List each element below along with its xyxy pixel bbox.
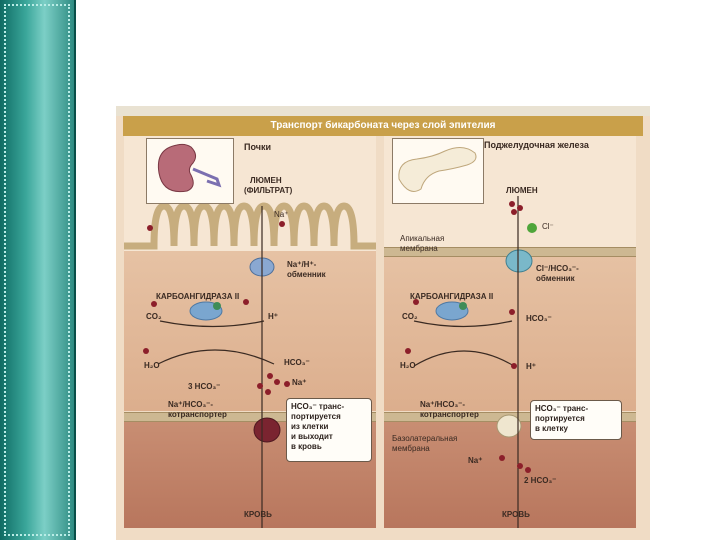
kidney-transport-note: HCO₃⁻ транс- портируется из клетки и вых… bbox=[286, 398, 372, 462]
cotransporter-label-sub: котранспортер bbox=[168, 410, 227, 419]
blood-label: КРОВЬ bbox=[244, 510, 272, 519]
na-ion-dot bbox=[499, 455, 505, 461]
co2-label: CO₂ bbox=[146, 312, 162, 321]
pancreas-heading: Поджелудочная железа bbox=[484, 140, 589, 150]
note-line: портируется bbox=[291, 412, 367, 422]
h-plus-label: H⁺ bbox=[526, 362, 536, 371]
bicarbonate-dot bbox=[274, 379, 280, 385]
exchanger-label-sub: обменник bbox=[536, 274, 575, 283]
kidney-icon bbox=[147, 139, 233, 203]
basolateral-membrane-label: Базолатеральная bbox=[392, 434, 457, 443]
reaction-arrow-top bbox=[414, 321, 512, 327]
lumen-label: ЛЮМЕН bbox=[250, 176, 282, 185]
lumen-label-sub: (ФИЛЬТРАТ) bbox=[244, 186, 292, 195]
reaction-arrow-bottom bbox=[414, 351, 514, 366]
basolateral-membrane-label-sub: мембрана bbox=[392, 444, 430, 453]
cl-ion-dot bbox=[527, 223, 537, 233]
bicarbonate-dot bbox=[509, 201, 515, 207]
bicarbonate-dot bbox=[265, 389, 271, 395]
cotransporter-label: Na⁺/HCO₃⁻- bbox=[168, 400, 213, 409]
enzyme-cofactor bbox=[459, 302, 467, 310]
co2-label: CO₂ bbox=[402, 312, 418, 321]
apical-membrane-label: Апикальная bbox=[400, 234, 444, 243]
h-ion-dot bbox=[511, 363, 517, 369]
bicarbonate-dot bbox=[257, 383, 263, 389]
note-line: и выходит bbox=[291, 432, 367, 442]
hco3-label: HCO₃⁻ bbox=[526, 314, 552, 323]
reaction-arrow-top bbox=[160, 321, 264, 327]
bicarbonate-dot bbox=[511, 209, 517, 215]
cl-label: Cl⁻ bbox=[542, 222, 554, 231]
brush-border-membrane bbox=[124, 206, 376, 246]
h2o-label: H₂O bbox=[144, 361, 160, 370]
cl-hco3-exchanger-protein bbox=[506, 250, 532, 272]
pancreas-panel: Поджелудочная железа ЛЮМЕН Cl⁻ Апикальна… bbox=[384, 136, 636, 528]
note-line: HCO₃⁻ транс- bbox=[291, 402, 367, 412]
bicarbonate-dot bbox=[509, 309, 515, 315]
kidney-heading: Почки bbox=[244, 142, 271, 152]
enzyme-cofactor bbox=[213, 302, 221, 310]
blood-label: КРОВЬ bbox=[502, 510, 530, 519]
apical-membrane-label-sub: мембрана bbox=[400, 244, 438, 253]
water-molecule bbox=[143, 348, 149, 354]
slide-decoration-bar bbox=[0, 0, 76, 540]
pancreas-icon bbox=[393, 139, 483, 203]
note-line: из клетки bbox=[291, 422, 367, 432]
na-label: Na⁺ bbox=[274, 210, 288, 219]
lumen-label: ЛЮМЕН bbox=[506, 186, 538, 195]
co2-molecule bbox=[151, 301, 157, 307]
two-hco3-label: 2 HCO₃⁻ bbox=[524, 476, 556, 485]
co2-molecule bbox=[147, 225, 153, 231]
cotransporter-label: Na⁺/HCO₃⁻- bbox=[420, 400, 465, 409]
exchanger-label-sub: обменник bbox=[287, 270, 326, 279]
hco3-label: HCO₃⁻ bbox=[284, 358, 310, 367]
kidney-panel: Почки ЛЮМЕН (ФИЛЬТРАТ) Na⁺ Na⁺/H⁺- обмен… bbox=[124, 136, 376, 528]
reaction-arrow-bottom bbox=[158, 350, 274, 364]
na-label-mid: Na⁺ bbox=[292, 378, 306, 387]
exchanger-label: Cl⁻/HCO₃⁻- bbox=[536, 264, 579, 273]
na-label-bottom: Na⁺ bbox=[468, 456, 482, 465]
figure-top-edge bbox=[116, 106, 650, 116]
enzyme-label: КАРБОАНГИДРАЗА II bbox=[410, 292, 493, 301]
na-ion-dot bbox=[284, 381, 290, 387]
water-molecule bbox=[405, 348, 411, 354]
h-plus-label: H⁺ bbox=[268, 312, 278, 321]
kidney-image bbox=[146, 138, 234, 204]
bicarbonate-dot bbox=[517, 463, 523, 469]
h-ion-dot bbox=[243, 299, 249, 305]
enzyme-label: КАРБОАНГИДРАЗА II bbox=[156, 292, 239, 301]
bicarbonate-dot bbox=[267, 373, 273, 379]
bicarbonate-dot bbox=[525, 467, 531, 473]
exchanger-label: Na⁺/H⁺- bbox=[287, 260, 316, 269]
h2o-label: H₂O bbox=[400, 361, 416, 370]
note-line: HCO₃⁻ транс- bbox=[535, 404, 617, 414]
na-ion-dot bbox=[279, 221, 285, 227]
note-line: в кровь bbox=[291, 442, 367, 452]
note-line: портируется bbox=[535, 414, 617, 424]
na-hco3-cotransporter-protein bbox=[254, 418, 280, 442]
cotransporter-label-sub: котранспортер bbox=[420, 410, 479, 419]
bicarbonate-dot bbox=[517, 205, 523, 211]
figure-title: Транспорт бикарбоната через слой эпители… bbox=[123, 116, 643, 136]
pancreas-image bbox=[392, 138, 484, 204]
pancreas-transport-note: HCO₃⁻ транс- портируется в клетку bbox=[530, 400, 622, 440]
three-hco3-label: 3 HCO₃⁻ bbox=[188, 382, 220, 391]
note-line: в клетку bbox=[535, 424, 617, 434]
